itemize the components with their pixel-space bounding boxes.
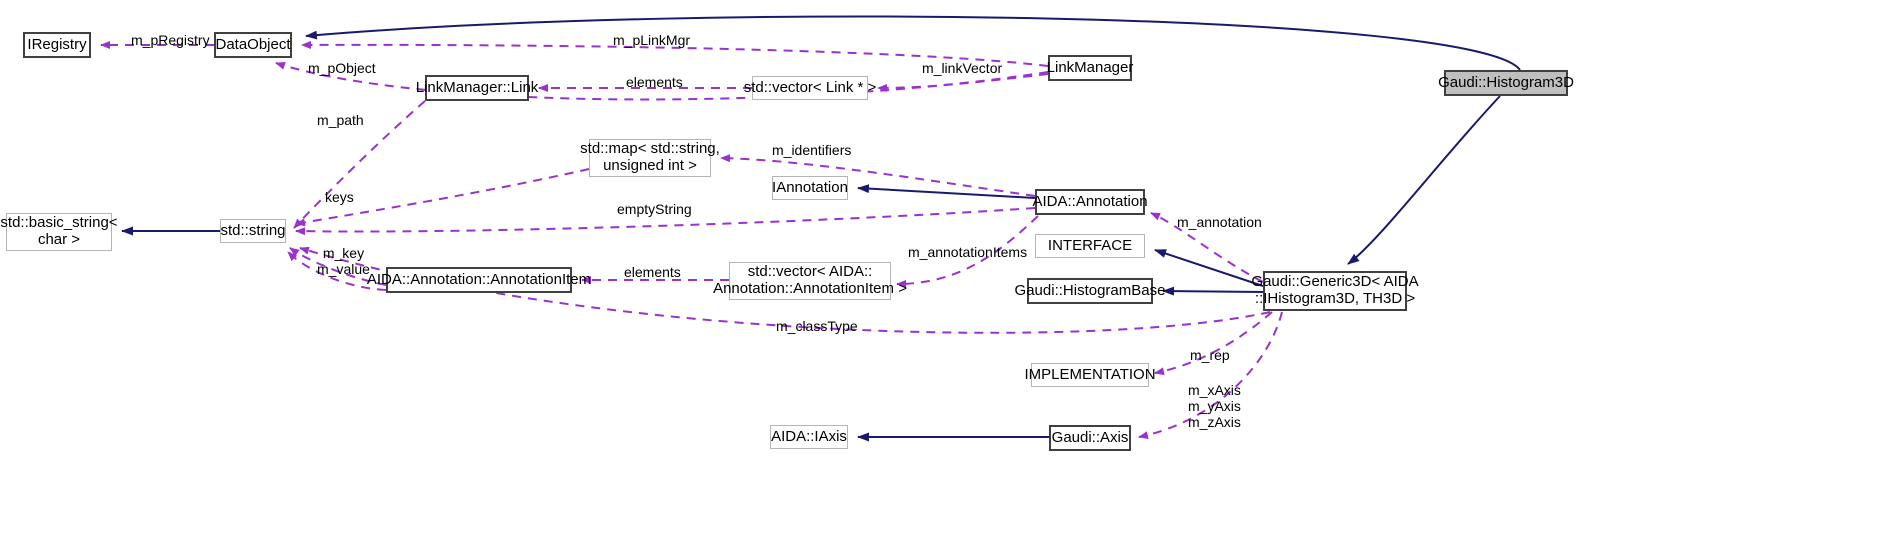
class-node-basicstring[interactable]: std::basic_string< char > [0,213,118,251]
edge-inherit-interface [1154,249,1264,287]
edge-m-rep [1154,311,1273,376]
class-node-implementation[interactable]: IMPLEMENTATION [1024,363,1156,387]
edge-label-m_identifiers: m_identifiers [772,142,852,158]
class-node-gaudiaxis[interactable]: Gaudi::Axis [1049,425,1131,451]
edge-inherit-iannotation [857,184,1036,199]
class-node-histogram3d[interactable]: Gaudi::Histogram3D [1438,70,1574,96]
edge-inherit-generic3d [1347,95,1501,265]
edge-inherit-dataobject [305,15,1521,71]
class-node-histogrambase[interactable]: Gaudi::HistogramBase [1015,278,1165,304]
class-node-annotationitem[interactable]: AIDA::Annotation::AnnotationItem [367,267,591,293]
class-node-aidaiaxis[interactable]: AIDA::IAxis [770,425,848,449]
edge-label-emptyString: emptyString [617,201,692,217]
edge-inherit-histogrambase [1162,286,1264,296]
edge-label-m_path: m_path [317,112,364,128]
edge-label-m_classType: m_classType [776,318,858,334]
class-node-stdstring[interactable]: std::string [220,219,286,243]
edge-label-elements_link: elements [626,74,683,90]
class-node-iannotation[interactable]: IAnnotation [772,176,848,200]
class-node-linkmanagerlink[interactable]: LinkManager::Link [416,75,538,101]
edge-label-m_annotationItems: m_annotationItems [908,244,1028,260]
edge-label-elements_item: elements [624,264,681,280]
class-node-dataobject[interactable]: DataObject [214,32,292,58]
edge-label-keys: keys [325,189,354,205]
class-node-iregistry[interactable]: IRegistry [23,32,91,58]
class-node-vectoritem[interactable]: std::vector< AIDA:: Annotation::Annotati… [713,262,907,300]
class-node-mapstring[interactable]: std::map< std::string, unsigned int > [580,139,720,177]
edge-label-m_pRegistry: m_pRegistry [131,32,210,48]
class-node-vectorlink[interactable]: std::vector< Link * > [744,76,876,100]
edge-label-m_pLinkMgr: m_pLinkMgr [613,32,691,48]
edge-m-linkVector [877,73,1049,92]
edge-label-m_annotation: m_annotation [1177,214,1262,230]
edge-label-m_axes: m_xAxis m_yAxis m_zAxis [1188,382,1241,431]
class-node-aidaannotation[interactable]: AIDA::Annotation [1032,189,1148,215]
edge-label-m_key_m_value: m_key m_value [317,245,370,278]
edge-label-m_rep: m_rep [1190,347,1230,363]
class-node-linkmanager[interactable]: LinkManager [1047,55,1133,81]
class-node-generic3d[interactable]: Gaudi::Generic3D< AIDA ::IHistogram3D, T… [1251,271,1419,311]
edge-label-m_pObject: m_pObject [308,60,376,76]
edge-label-m_linkVector: m_linkVector [922,60,1003,76]
edge-m-identifiers [720,154,1036,197]
class-node-interface[interactable]: INTERFACE [1035,234,1145,258]
